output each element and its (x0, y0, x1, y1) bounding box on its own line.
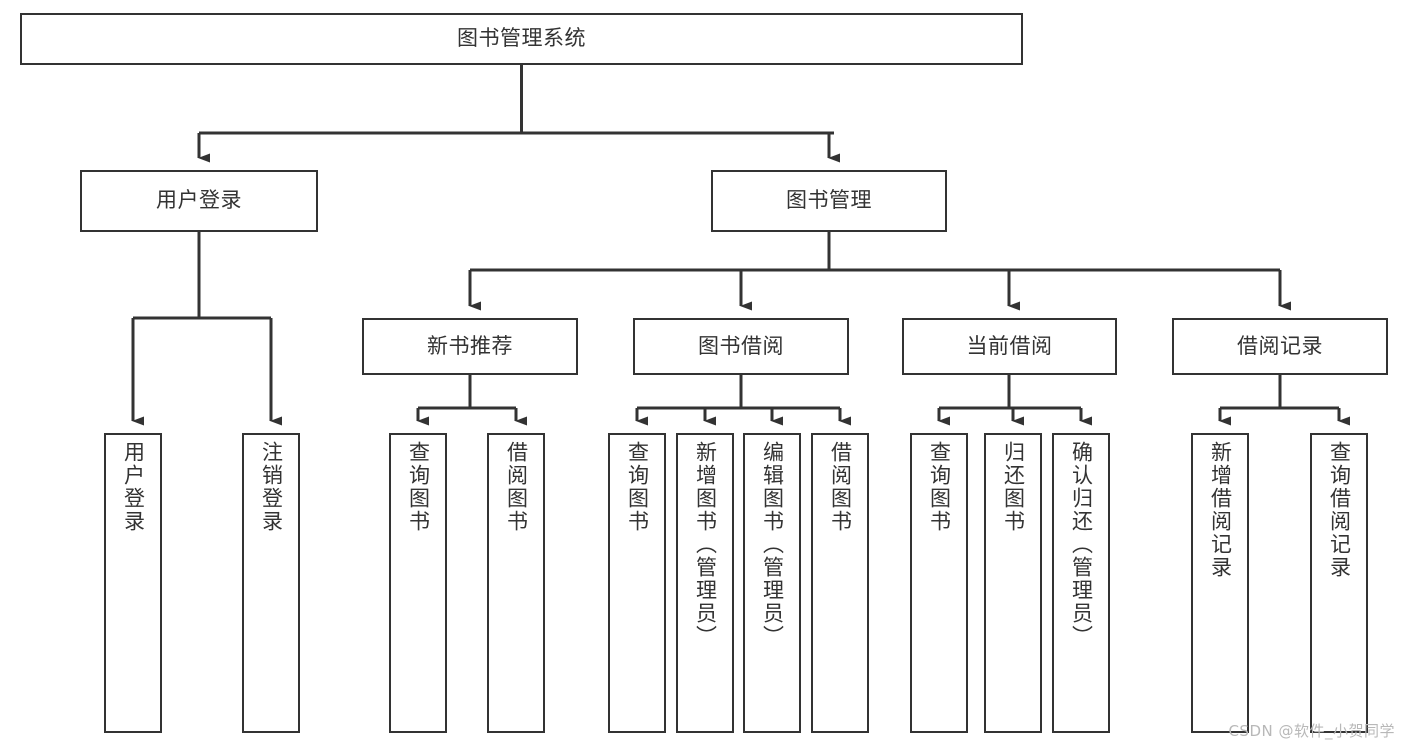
node-leaf-return-book[interactable]: 归还图书 (984, 433, 1042, 733)
node-borrow-record-label: 借阅记录 (1237, 333, 1323, 358)
node-leaf-query-book-1[interactable]: 查询图书 (389, 433, 447, 733)
node-leaf-edit-book[interactable]: 编辑图书（管理员） (743, 433, 801, 733)
node-new-book-recommend[interactable]: 新书推荐 (362, 318, 578, 375)
node-leaf-add-book[interactable]: 新增图书（管理员） (676, 433, 734, 733)
node-leaf-user-login[interactable]: 用户登录 (104, 433, 162, 733)
node-leaf-add-record[interactable]: 新增借阅记录 (1191, 433, 1249, 733)
node-leaf-borrow-book-1[interactable]: 借阅图书 (487, 433, 545, 733)
node-leaf-add-book-label: 新增图书（管理员） (693, 441, 718, 648)
node-leaf-query-record[interactable]: 查询借阅记录 (1310, 433, 1368, 733)
node-leaf-user-logout[interactable]: 注销登录 (242, 433, 300, 733)
node-leaf-borrow-book-2-label: 借阅图书 (828, 441, 853, 533)
node-leaf-return-book-label: 归还图书 (1001, 441, 1026, 533)
node-book-manage[interactable]: 图书管理 (711, 170, 947, 232)
node-borrow-record[interactable]: 借阅记录 (1172, 318, 1388, 375)
node-leaf-user-login-label: 用户登录 (121, 441, 146, 533)
node-leaf-edit-book-label: 编辑图书（管理员） (760, 441, 785, 648)
node-leaf-query-book-2[interactable]: 查询图书 (608, 433, 666, 733)
node-root-label: 图书管理系统 (457, 26, 586, 51)
node-leaf-add-record-label: 新增借阅记录 (1208, 441, 1233, 579)
node-leaf-confirm-return-label: 确认归还（管理员） (1069, 441, 1094, 648)
node-book-borrow-label: 图书借阅 (698, 333, 784, 358)
node-user-login[interactable]: 用户登录 (80, 170, 318, 232)
node-user-login-label: 用户登录 (156, 188, 242, 213)
node-book-borrow[interactable]: 图书借阅 (633, 318, 849, 375)
node-leaf-query-book-3[interactable]: 查询图书 (910, 433, 968, 733)
csdn-watermark: CSDN @软件_小贺同学 (1228, 722, 1395, 740)
node-leaf-query-book-2-label: 查询图书 (625, 441, 650, 533)
node-leaf-query-book-1-label: 查询图书 (406, 441, 431, 533)
node-leaf-user-logout-label: 注销登录 (259, 441, 284, 533)
node-book-manage-label: 图书管理 (786, 188, 872, 213)
node-leaf-borrow-book-2[interactable]: 借阅图书 (811, 433, 869, 733)
node-current-borrow-label: 当前借阅 (966, 333, 1053, 358)
node-leaf-query-book-3-label: 查询图书 (927, 441, 952, 533)
node-new-book-recommend-label: 新书推荐 (427, 333, 513, 358)
node-leaf-query-record-label: 查询借阅记录 (1327, 441, 1352, 579)
node-root[interactable]: 图书管理系统 (20, 13, 1023, 65)
node-current-borrow[interactable]: 当前借阅 (902, 318, 1117, 375)
node-leaf-borrow-book-1-label: 借阅图书 (504, 441, 529, 533)
node-leaf-confirm-return[interactable]: 确认归还（管理员） (1052, 433, 1110, 733)
